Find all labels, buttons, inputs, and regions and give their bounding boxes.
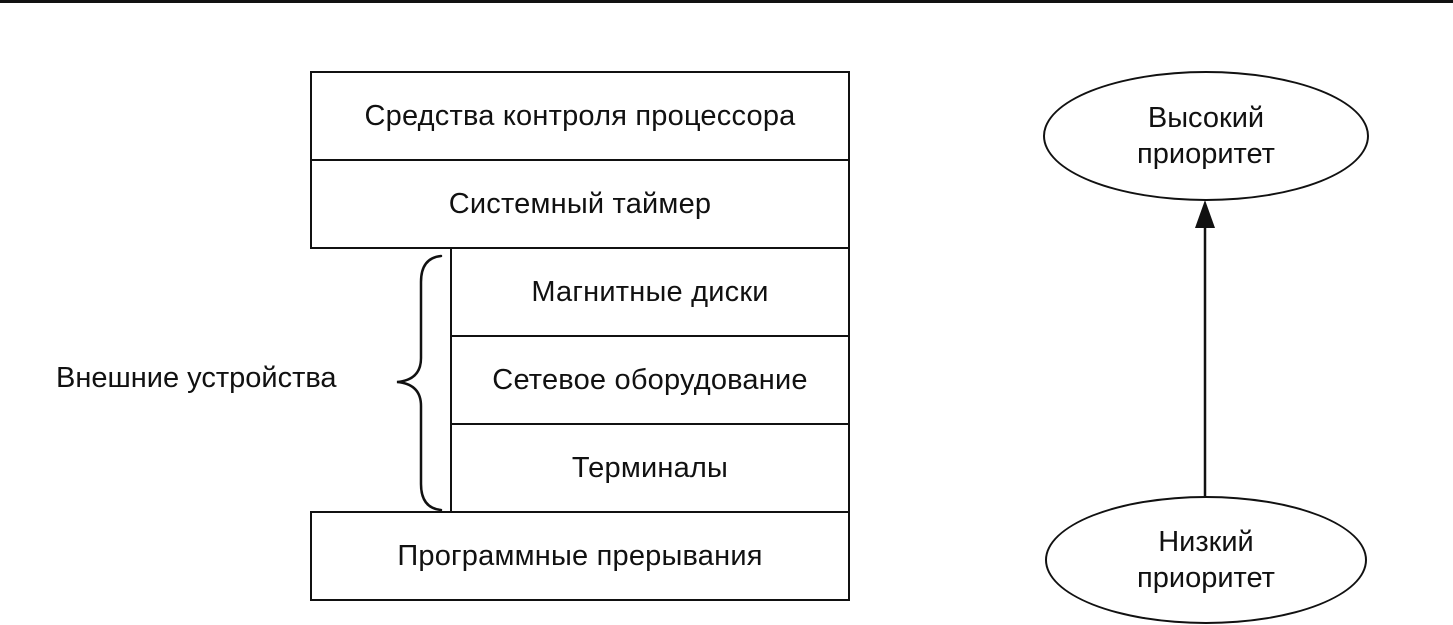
box-magnetic-disks-label: Магнитные диски: [531, 275, 769, 308]
box-network-equipment-label: Сетевое оборудование: [492, 363, 808, 396]
box-system-timer-label: Системный таймер: [448, 187, 712, 220]
top-rule: [0, 0, 1453, 3]
external-devices-label: Внешние устройства: [56, 362, 337, 394]
high-priority-line1: Высокий: [1147, 102, 1265, 134]
high-priority-ellipse: Высокий приоритет: [1043, 71, 1369, 201]
low-priority-line1: Низкий: [1158, 526, 1254, 558]
low-priority-line2: приоритет: [1137, 562, 1275, 594]
box-software-interrupts-label: Программные прерывания: [397, 539, 763, 572]
box-network-equipment: Сетевое оборудование: [450, 335, 850, 425]
box-terminals: Терминалы: [450, 423, 850, 513]
high-priority-line2: приоритет: [1137, 138, 1275, 170]
priority-arrow-head: [1195, 200, 1215, 228]
box-processor-control-label: Средства контроля процессора: [364, 99, 796, 132]
box-magnetic-disks: Магнитные диски: [450, 247, 850, 337]
box-processor-control: Средства контроля процессора: [310, 71, 850, 161]
external-devices-brace: [396, 254, 443, 512]
box-system-timer: Системный таймер: [310, 159, 850, 249]
box-terminals-label: Терминалы: [571, 451, 729, 484]
low-priority-ellipse: Низкий приоритет: [1045, 496, 1367, 624]
box-software-interrupts: Программные прерывания: [310, 511, 850, 601]
